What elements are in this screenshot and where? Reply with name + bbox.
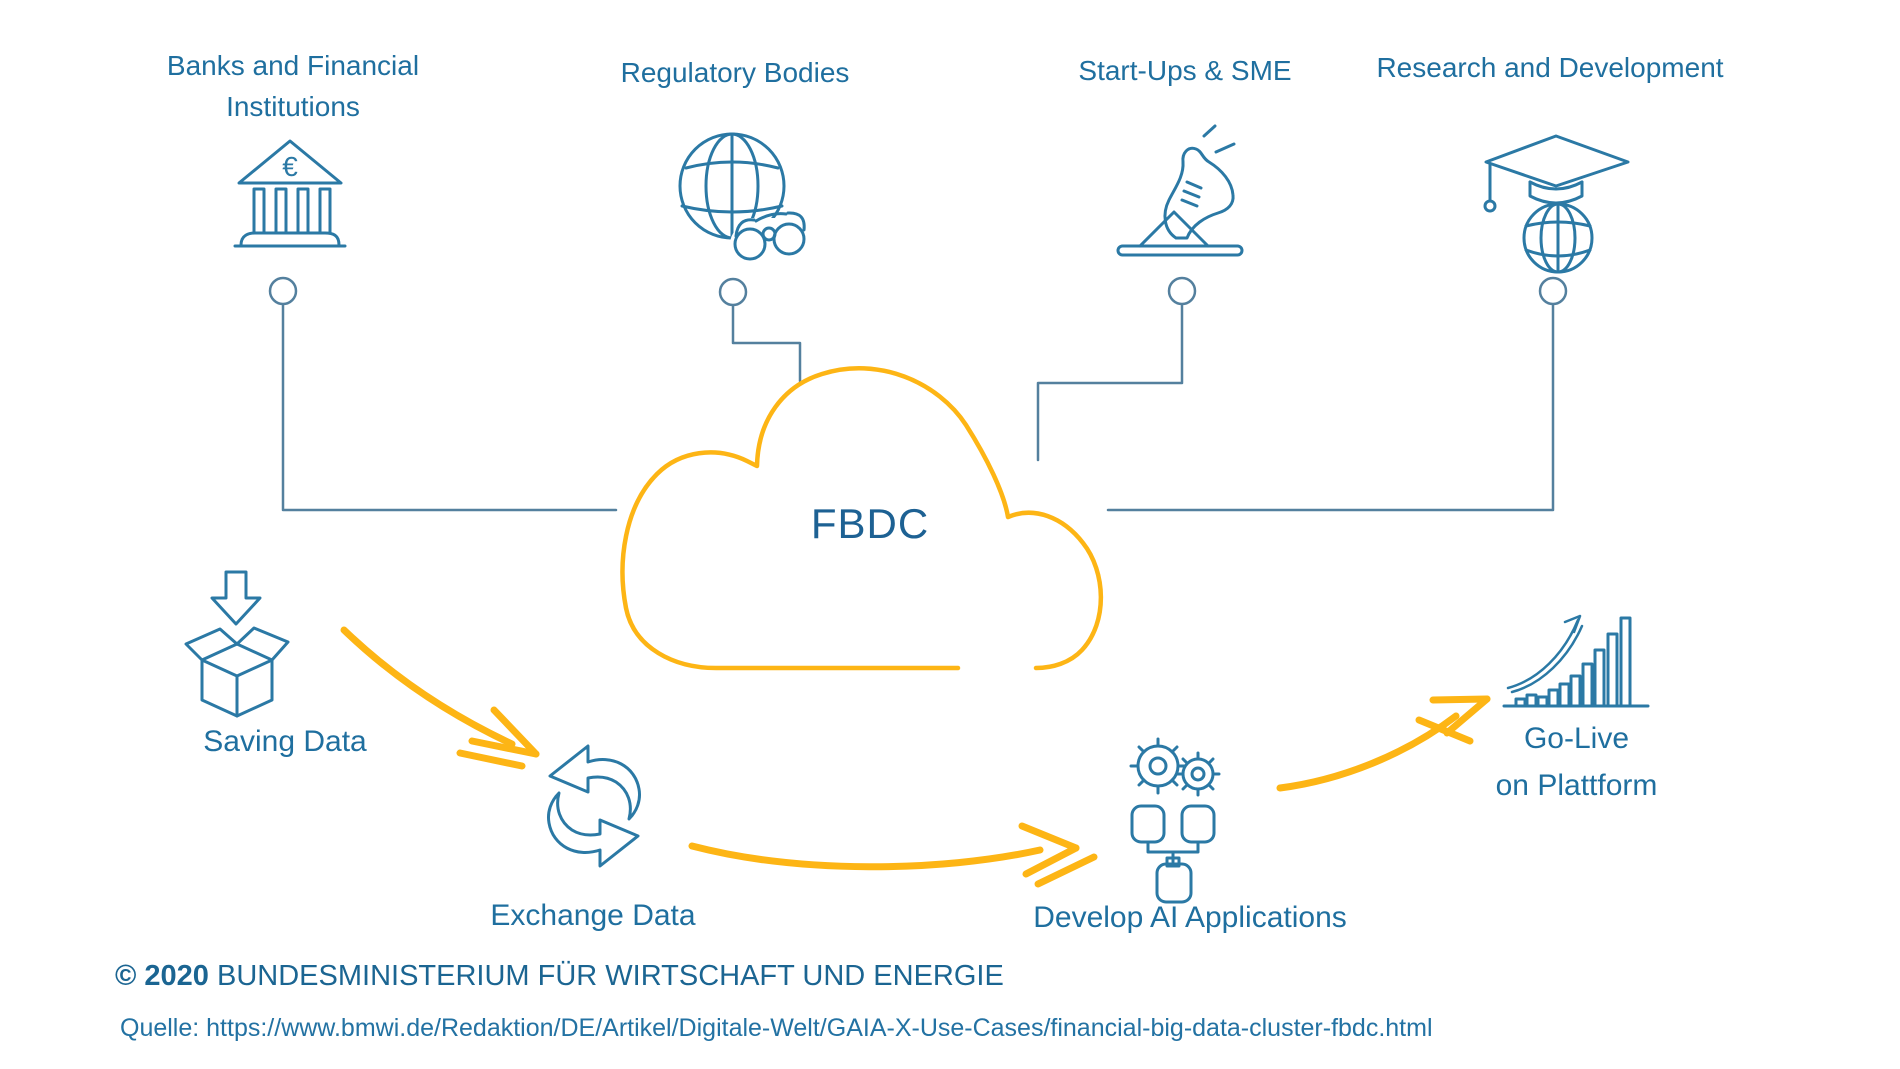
growth-chart-icon bbox=[1502, 614, 1650, 708]
connector-line-research bbox=[1106, 302, 1555, 512]
copyright-year: © 2020 bbox=[115, 960, 209, 992]
connector-line-regulatory bbox=[731, 303, 802, 383]
startup-sneaker-icon bbox=[1116, 124, 1244, 257]
connector-line-startups bbox=[1036, 302, 1184, 462]
stakeholder-label-research: Research and Development bbox=[1376, 52, 1724, 83]
workflow-label-develop-ai: Develop AI Applications bbox=[1033, 901, 1347, 934]
stakeholder-label-banks: Banks and Financial Institutions bbox=[166, 50, 420, 122]
graduation-cap-globe-icon bbox=[1483, 134, 1630, 274]
euro-symbol: € bbox=[282, 151, 298, 182]
connector-node-startups bbox=[1167, 276, 1197, 306]
source-url: Quelle: https://www.bmwi.de/Redaktion/DE… bbox=[120, 1014, 1433, 1042]
gears-flowchart-icon bbox=[1129, 737, 1221, 904]
connector-node-regulatory bbox=[718, 277, 748, 307]
workflow-label-exchange-data: Exchange Data bbox=[490, 899, 696, 932]
globe-binoculars-icon bbox=[678, 132, 809, 264]
connector-node-banks bbox=[268, 276, 298, 306]
connector-line-banks bbox=[281, 302, 618, 512]
stakeholder-label-startups: Start-Ups & SME bbox=[1078, 55, 1292, 86]
stakeholder-label-regulatory: Regulatory Bodies bbox=[620, 57, 850, 88]
bank-euro-icon: € bbox=[233, 139, 347, 248]
workflow-label-go-live: Go-Live on Plattform bbox=[1495, 722, 1658, 802]
copyright-line: © 2020 BUNDESMINISTERIUM FÜR WIRTSCHAFT … bbox=[115, 960, 1004, 993]
flow-arrow-saving-to-exchange bbox=[340, 626, 540, 770]
workflow-label-saving-data: Saving Data bbox=[203, 725, 367, 758]
swap-arrows-icon bbox=[547, 744, 641, 868]
flow-arrow-exchange-to-develop bbox=[688, 822, 1098, 888]
flow-arrow-develop-to-golive bbox=[1276, 695, 1491, 792]
box-download-icon bbox=[184, 570, 290, 718]
connector-node-research bbox=[1538, 276, 1568, 306]
cloud-label: FBDC bbox=[810, 500, 930, 547]
ministry-name: BUNDESMINISTERIUM FÜR WIRTSCHAFT UND ENE… bbox=[217, 960, 1004, 992]
fbdc-cloud bbox=[620, 365, 1104, 671]
